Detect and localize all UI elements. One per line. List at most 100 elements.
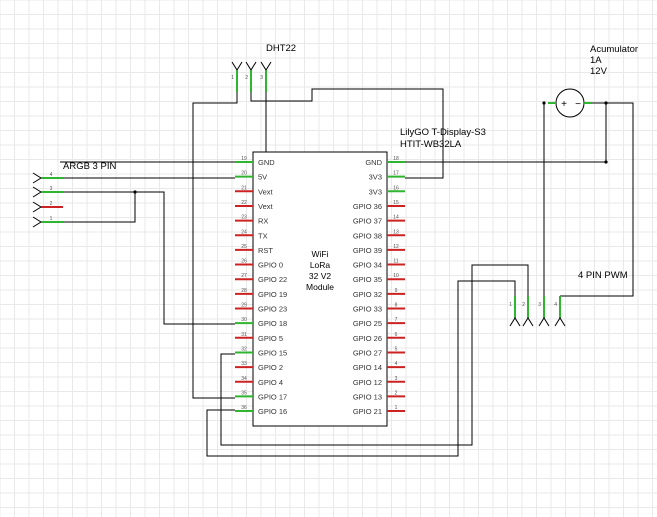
right-pin-label: GPIO 21 [353, 407, 382, 416]
module-label-3: 32 V2 [309, 271, 331, 281]
battery-plus-sign: + [561, 99, 567, 110]
wires [60, 88, 634, 457]
module-label-2: LoRa [310, 260, 331, 270]
left-pin-number: 35 [241, 390, 247, 396]
argb-pin-number: 4 [50, 172, 53, 178]
right-pin-label: GPIO 26 [353, 334, 382, 343]
right-pin-number: 1 [395, 405, 398, 411]
right-pin-label: GPIO 39 [353, 246, 382, 255]
left-pin-number: 33 [241, 361, 247, 367]
right-pin-label: GND [365, 158, 382, 167]
argb-pin-chevron [32, 216, 42, 228]
wire-argb-data [60, 191, 235, 325]
left-pin-label: GPIO 18 [258, 319, 287, 328]
right-pin-number: 13 [393, 229, 399, 235]
left-pin-number: 29 [241, 303, 247, 309]
pwm-pin-chevron [538, 317, 550, 327]
left-pin-label: GPIO 0 [258, 261, 283, 270]
right-pin-number: 18 [393, 156, 399, 162]
junction-dot [604, 101, 608, 105]
left-pin-number: 27 [241, 273, 247, 279]
wire-dht-gnd [192, 90, 238, 399]
left-pin-number: 32 [241, 346, 247, 352]
right-pin-number: 14 [393, 215, 399, 221]
left-pin-label: GPIO 15 [258, 348, 287, 357]
pwm-pin-chevron [554, 317, 566, 327]
left-pin-number: 21 [241, 185, 247, 191]
right-pin-number: 2 [395, 390, 398, 396]
wire-pwm-tach [220, 264, 529, 446]
argb-pin-number: 3 [50, 186, 53, 192]
right-pin-label: GPIO 13 [353, 392, 382, 401]
left-pin-label: 5V [258, 173, 267, 182]
left-pin-number: 19 [241, 156, 247, 162]
right-pin-label: GPIO 33 [353, 305, 382, 314]
left-pin-label: GPIO 22 [258, 275, 287, 284]
pwm-pin-number: 2 [522, 302, 525, 308]
right-pin-number: 8 [395, 303, 398, 309]
argb-pin-number: 1 [50, 216, 53, 222]
right-pin-label: 3V3 [369, 173, 382, 182]
board-title-1: LilyGO T-Display-S3 [400, 127, 486, 138]
left-pin-number: 31 [241, 332, 247, 338]
right-pin-number: 17 [393, 171, 399, 177]
right-pin-label: 3V3 [369, 187, 382, 196]
right-pin-number: 15 [393, 200, 399, 206]
left-pin-number: 24 [241, 229, 247, 235]
junction-dot [133, 190, 137, 194]
left-pin-number: 20 [241, 171, 247, 177]
accumulator-title-2: 1A [590, 55, 602, 66]
board-title-2: HTIT-WB32LA [400, 139, 462, 150]
pwm-title: 4 PIN PWM [578, 270, 628, 281]
left-pin-number: 36 [241, 405, 247, 411]
dht-pin-chevron [245, 61, 257, 71]
wire-pwm-ctrl [206, 280, 516, 457]
dht-pin-number: 1 [231, 75, 234, 81]
pwm-pin-chevron [509, 317, 521, 327]
junction-dot [604, 160, 608, 164]
wire-dht-vcc [250, 88, 444, 179]
wire-battery-gnd [405, 102, 607, 163]
battery-symbol: + − [548, 88, 592, 118]
pwm-pin-number: 4 [554, 302, 557, 308]
right-pin-number: 16 [393, 185, 399, 191]
dht22-connector: 1 2 3 [231, 61, 272, 92]
left-pin-label: GPIO 19 [258, 290, 287, 299]
pwm-pin-chevron [522, 317, 534, 327]
left-pin-number: 22 [241, 200, 247, 206]
right-pin-label: GPIO 35 [353, 275, 382, 284]
right-pin-number: 7 [395, 317, 398, 323]
dht-pin-number: 3 [260, 75, 263, 81]
left-pin-label: GPIO 4 [258, 378, 283, 387]
battery-minus-sign: − [575, 99, 581, 110]
junctions [133, 101, 608, 194]
lora-module-body [252, 151, 388, 427]
left-pin-number: 23 [241, 215, 247, 221]
argb-title: ARGB 3 PIN [63, 161, 116, 172]
left-pin-number: 25 [241, 244, 247, 250]
left-pin-label: GPIO 17 [258, 392, 287, 401]
left-pin-number: 34 [241, 376, 247, 382]
right-pin-number: 9 [395, 288, 398, 294]
dht-pin-number: 2 [245, 75, 248, 81]
dht-pin-chevron [231, 61, 243, 71]
accumulator-title-3: 12V [590, 66, 608, 77]
right-pin-label: GPIO 12 [353, 378, 382, 387]
module-label-1: WiFi [312, 249, 329, 259]
right-pin-number: 5 [395, 346, 398, 352]
left-pin-label: Vext [258, 187, 274, 196]
right-pin-label: GPIO 27 [353, 348, 382, 357]
right-pin-number: 11 [393, 259, 398, 265]
right-pin-number: 4 [395, 361, 398, 367]
pwm-pin-number: 1 [509, 302, 512, 308]
left-pin-number: 30 [241, 317, 247, 323]
right-pin-number: 10 [393, 273, 399, 279]
left-pin-label: GPIO 2 [258, 363, 283, 372]
wire-battery-plus [560, 102, 634, 297]
left-pin-label: Vext [258, 202, 274, 211]
junction-dot [542, 101, 546, 105]
